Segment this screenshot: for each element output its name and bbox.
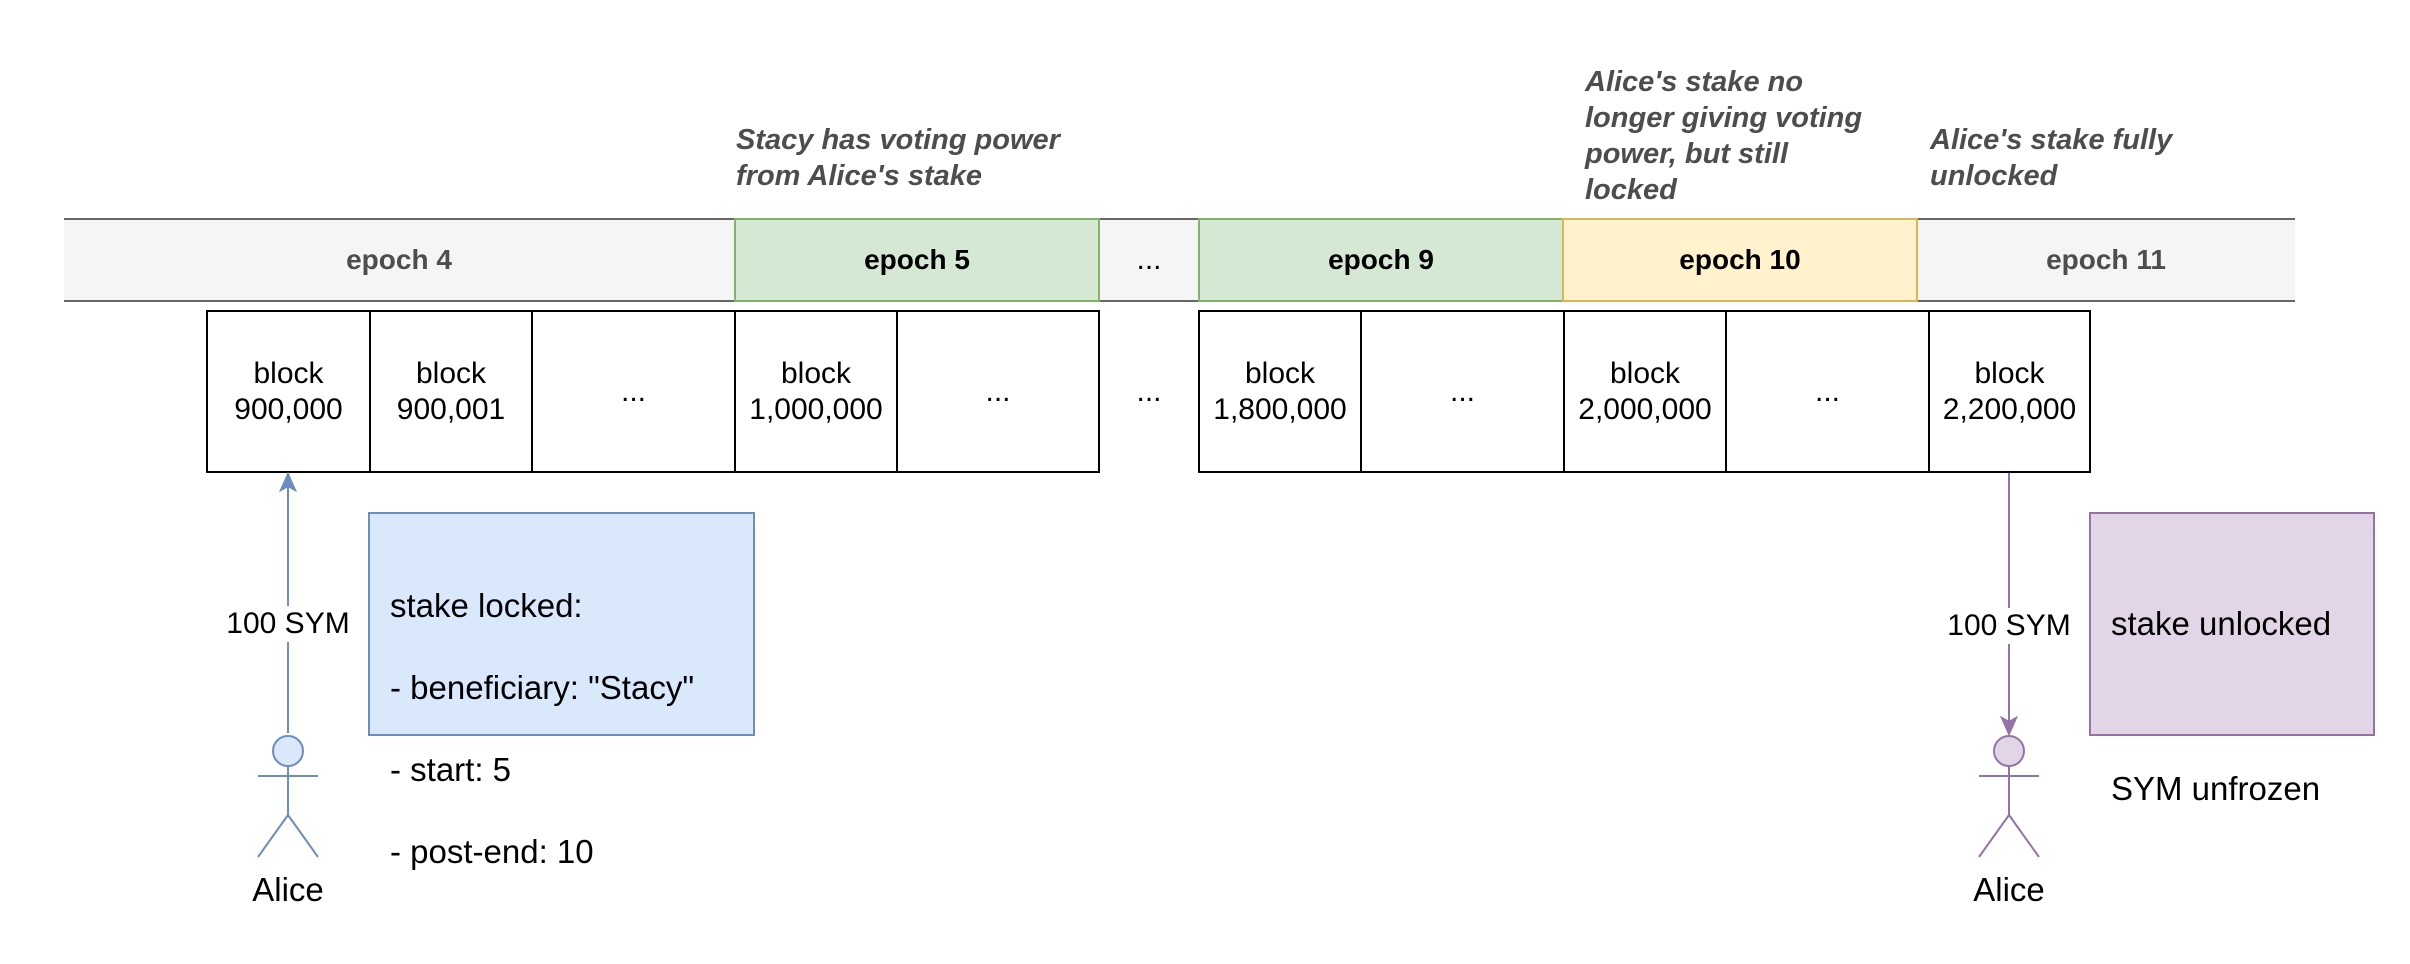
stake-locked-title: stake locked: [390, 587, 583, 624]
block-ellipsis: ... [896, 310, 1100, 473]
alice-right-label: Alice [1973, 871, 2045, 908]
stake-locked-note: stake locked: - beneficiary: "Stacy" - s… [368, 512, 755, 870]
stake-unlocked-line: stake unlocked [2111, 605, 2332, 642]
lock-arrow-head [278, 471, 298, 493]
stake-unlocked-note: stake unlocked SYM unfrozen [2089, 512, 2375, 807]
block-900000: block 900,000 [206, 310, 371, 473]
unlock-amount-label: 100 SYM [1943, 608, 2075, 644]
stake-locked-post-end: - post-end: 10 [390, 833, 594, 870]
epoch-5: epoch 5 [734, 218, 1100, 302]
alice-right-actor-icon [1978, 735, 2040, 858]
epoch-4: epoch 4 [346, 244, 452, 275]
epoch-11: epoch 11 [2046, 244, 2166, 275]
block-900001: block 900,001 [369, 310, 533, 473]
stake-locked-start: - start: 5 [390, 751, 512, 788]
alice-left-actor-icon [257, 735, 319, 858]
stake-locked-beneficiary: - beneficiary: "Stacy" [390, 669, 695, 706]
epoch-strip [64, 218, 2295, 302]
block-2000000: block 2,000,000 [1563, 310, 1727, 473]
sym-unfrozen-line: SYM unfrozen [2111, 770, 2321, 807]
lock-amount-label: 100 SYM [222, 606, 354, 642]
annotation-epoch-11: Alice's stake fully unlocked [1930, 124, 2173, 192]
annotation-epoch-10: Alice's stake no longer giving voting po… [1585, 66, 1863, 206]
block-2200000: block 2,200,000 [1928, 310, 2091, 473]
epoch-ellipsis: ... [1136, 243, 1162, 276]
unlock-arrow-head [1999, 715, 2019, 737]
block-row-gap-ellipsis: ... [1136, 374, 1162, 408]
block-1800000: block 1,800,000 [1198, 310, 1362, 473]
epoch-10: epoch 10 [1562, 218, 1918, 302]
alice-left-label: Alice [252, 871, 324, 908]
annotation-epoch-5: Stacy has voting power from Alice's stak… [736, 124, 1060, 192]
note-spacer [2111, 685, 2373, 727]
block-ellipsis: ... [531, 310, 736, 473]
block-ellipsis: ... [1360, 310, 1565, 473]
